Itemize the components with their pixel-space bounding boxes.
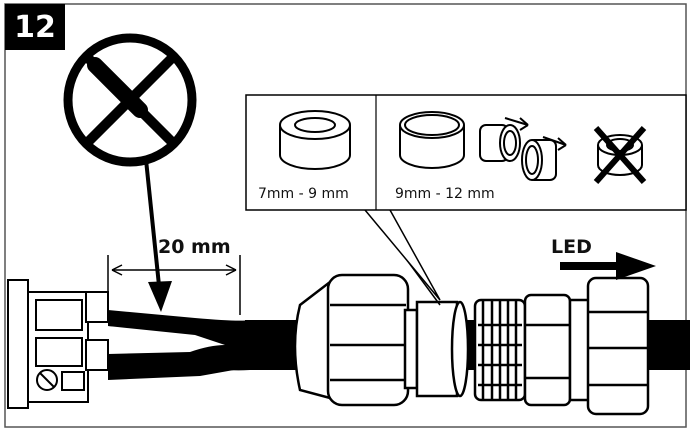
crossed-seal-icon [593,126,647,184]
seal-range-small: 7mm - 9 mm [258,186,349,202]
thin-seal-ring-icon [399,111,465,169]
terminal-block [7,279,109,409]
crossed-out-wire-icon [63,33,197,167]
strip-length-label: 20 mm [158,236,231,258]
arrow-right-icon [560,252,656,280]
pointer-arrow [143,149,172,312]
strip-length-dimension [107,255,241,315]
led-direction-label: LED [551,236,592,258]
seal-insert [403,300,470,398]
gland-cap-nut [293,273,410,407]
cut-ring-icon [479,117,567,181]
thick-seal-ring-icon [279,110,351,170]
seal-range-large: 9mm - 12 mm [395,186,495,202]
step-number-badge: 12 [5,4,65,50]
